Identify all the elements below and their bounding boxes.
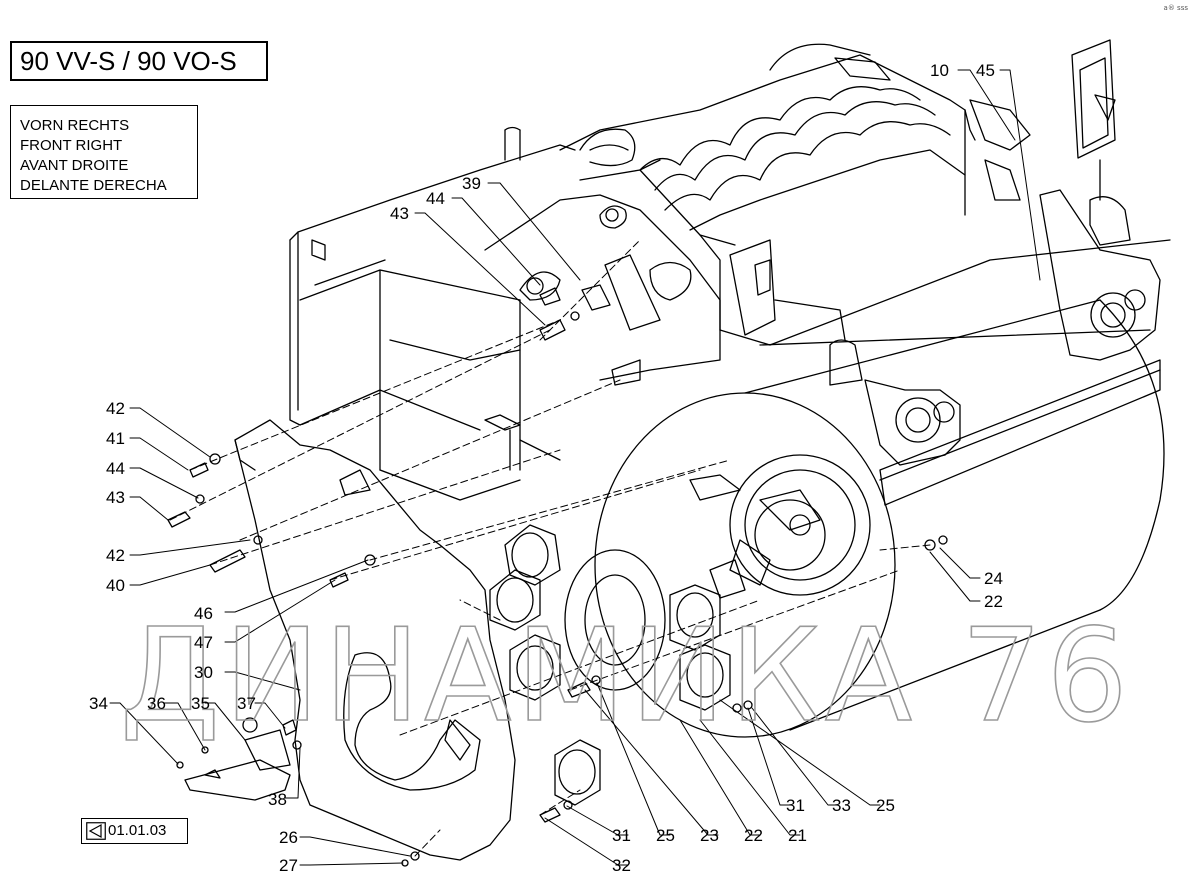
hub-flange [564, 549, 666, 691]
view-label-de: VORN RECHTS [20, 117, 130, 134]
callout-43: 43 [106, 488, 125, 507]
callout-39: 39 [462, 174, 481, 193]
callout-27: 27 [279, 856, 298, 875]
callout-31: 31 [612, 826, 631, 845]
callout-22: 22 [984, 592, 1003, 611]
callout-25: 25 [876, 796, 895, 815]
callout-30: 30 [194, 663, 213, 682]
page-reference-link[interactable]: 01.01.03 [81, 818, 188, 844]
callout-42: 42 [106, 546, 125, 565]
model-title: 90 VV-S / 90 VO-S [10, 41, 268, 81]
right-column-mirror [729, 39, 1161, 506]
callout-35: 35 [191, 694, 210, 713]
callout-21: 21 [788, 826, 807, 845]
callout-25: 25 [656, 826, 675, 845]
callout-10: 10 [930, 61, 949, 80]
drum-cylinder [594, 239, 1171, 738]
callout-44: 44 [106, 459, 125, 478]
callout-36: 36 [147, 694, 166, 713]
callout-43: 43 [390, 204, 409, 223]
callout-46: 46 [194, 604, 213, 623]
callout-42: 42 [106, 399, 125, 418]
back-arrow-icon [86, 822, 106, 840]
corner-mark: a® sss [1163, 4, 1188, 12]
callout-40: 40 [106, 576, 125, 595]
frame-housing [289, 126, 576, 501]
callout-37: 37 [237, 694, 256, 713]
watermark-text: ДИНАМИКА 76 [120, 602, 1132, 751]
callout-26: 26 [279, 828, 298, 847]
callout-47: 47 [194, 633, 213, 652]
fasteners [167, 287, 948, 867]
view-orientation-label: VORN RECHTS FRONT RIGHT AVANT DROITE DEL… [10, 105, 198, 199]
callout-31: 31 [786, 796, 805, 815]
page-reference-text: 01.01.03 [108, 822, 167, 839]
view-label-fr: AVANT DROITE [20, 157, 129, 174]
assembly-lines [169, 239, 931, 857]
hydraulic-motor [709, 454, 871, 599]
callout-34: 34 [89, 694, 108, 713]
bearing-caps [489, 524, 731, 806]
callout-24: 24 [984, 569, 1003, 588]
leader-lines [109, 69, 1041, 866]
callout-38: 38 [268, 790, 287, 809]
callout-44: 44 [426, 189, 445, 208]
callout-45: 45 [976, 61, 995, 80]
callout-33: 33 [832, 796, 851, 815]
callout-41: 41 [106, 429, 125, 448]
callout-32: 32 [612, 856, 631, 875]
side-plate [234, 419, 516, 861]
view-label-es: DELANTE DERECHA [20, 177, 167, 194]
callout-23: 23 [700, 826, 719, 845]
view-label-en: FRONT RIGHT [20, 137, 123, 154]
callout-22: 22 [744, 826, 763, 845]
upper-tank [559, 43, 976, 331]
small-bracket [184, 717, 291, 801]
